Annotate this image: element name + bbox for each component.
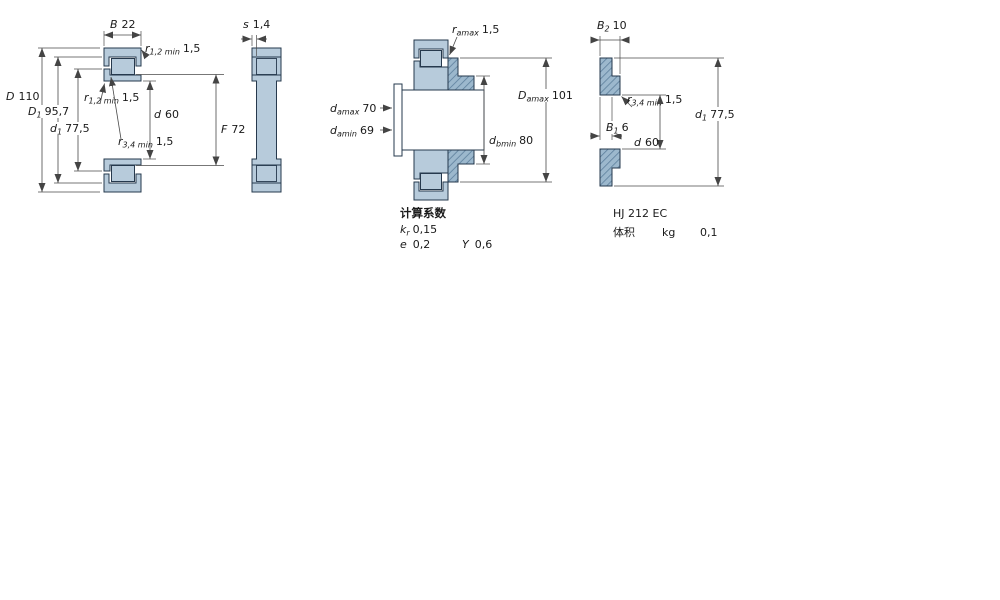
label-background bbox=[26, 105, 74, 118]
label-background bbox=[691, 107, 741, 121]
leader-arrow bbox=[108, 76, 122, 140]
leader-arrow bbox=[449, 36, 458, 56]
roller-outline-bottom bbox=[256, 165, 277, 182]
shaft bbox=[401, 89, 485, 151]
bearing-cross-section-drawing bbox=[103, 47, 142, 193]
leader-arrow bbox=[99, 83, 106, 105]
roller-top bbox=[111, 58, 135, 75]
outer-ring-top bbox=[103, 47, 142, 67]
shaft-shoulder bbox=[393, 83, 403, 157]
angle-ring-drawing bbox=[599, 57, 621, 187]
roller-bottom bbox=[111, 165, 135, 182]
roller-bottom bbox=[420, 173, 442, 190]
leader-arrow bbox=[141, 49, 150, 60]
angle-ring-section-top bbox=[599, 57, 621, 96]
mounting-dimensions-drawing bbox=[393, 39, 485, 201]
ring-mass-unit: kg bbox=[662, 226, 675, 239]
ring-mass-label: 体积 bbox=[613, 225, 635, 239]
inner-ring-bottom bbox=[103, 158, 142, 172]
angle-ring-bottom bbox=[447, 149, 475, 183]
ring-designation: HJ 212 EC bbox=[613, 207, 667, 220]
outer-ring-top bbox=[413, 39, 449, 59]
angle-ring-info-block: HJ 212 EC 体积 kg 0,1 bbox=[613, 207, 718, 239]
label-background bbox=[602, 121, 632, 134]
outer-ring-bottom bbox=[103, 173, 142, 193]
leader-arrow bbox=[621, 96, 633, 108]
ring-mass-value: 0,1 bbox=[700, 226, 718, 239]
roller-top bbox=[420, 50, 442, 67]
calc-title: 计算系数 bbox=[400, 206, 446, 220]
label-background bbox=[48, 122, 94, 135]
bearing-side-view-drawing bbox=[251, 47, 282, 193]
outer-ring-bottom bbox=[413, 181, 449, 201]
angle-ring-section-bottom bbox=[599, 148, 621, 187]
roller-outline-top bbox=[256, 58, 277, 75]
angle-ring-top bbox=[447, 57, 475, 91]
label-background bbox=[514, 89, 578, 102]
side-view-silhouette bbox=[251, 47, 282, 193]
